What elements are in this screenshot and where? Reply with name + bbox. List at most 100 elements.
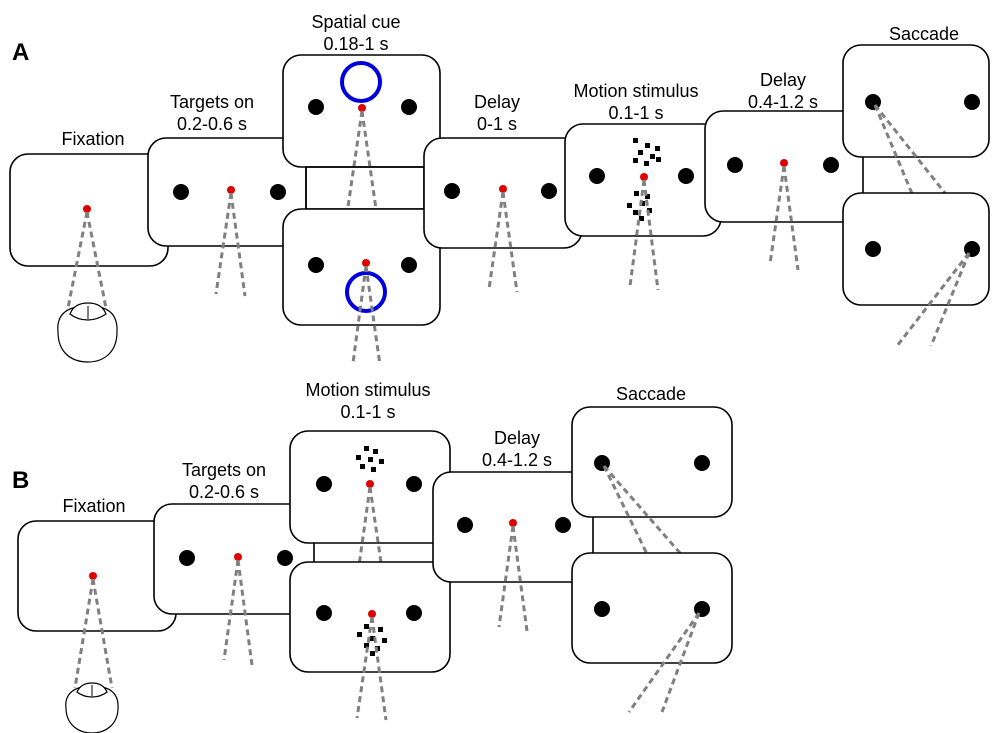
- b-gaze-line: [602, 465, 650, 557]
- b-gaze-line: [222, 559, 240, 661]
- b-delay-time: 0.4-1.2 s: [482, 450, 552, 470]
- b-targets-time: 0.2-0.6 s: [189, 482, 259, 502]
- a-gaze-line: [85, 211, 110, 319]
- b-saccade-label: Saccade: [616, 384, 686, 404]
- target-left: [179, 550, 195, 566]
- motion-dots-top: [356, 446, 384, 472]
- b-fixation-point: [509, 519, 517, 527]
- a-gaze-line: [364, 265, 382, 366]
- a-fixation-label: Fixation: [61, 129, 124, 149]
- panel-b-letter: B: [12, 467, 29, 494]
- a-cue-screen-bottom: [282, 208, 441, 326]
- a-gaze-line: [229, 192, 247, 297]
- a-gaze-line: [487, 191, 505, 290]
- b-fixation-point: [89, 572, 97, 580]
- target-left: [594, 601, 610, 617]
- a-gaze-line: [929, 252, 971, 347]
- a-connector: [305, 166, 425, 210]
- a-fixation-point: [358, 104, 366, 112]
- a-fixation-point: [640, 173, 648, 181]
- a-cue-time: 0.18-1 s: [323, 34, 388, 54]
- b-gaze-line: [91, 578, 114, 689]
- a-saccade-label: Saccade: [889, 24, 959, 44]
- a-gaze-line: [346, 110, 364, 208]
- spatial-cue-ring: [345, 271, 387, 313]
- a-fixation-point: [780, 159, 788, 167]
- b-gaze-line: [497, 525, 515, 628]
- b-gaze-line: [355, 616, 374, 719]
- panel-a-letter: A: [12, 39, 29, 66]
- a-fixation-point: [499, 185, 507, 193]
- b-gaze-line: [511, 525, 529, 632]
- a-delay1-time: 0-1 s: [477, 114, 517, 134]
- target-right: [270, 184, 286, 200]
- a-motion-title: Motion stimulus: [573, 81, 698, 101]
- head-icon: [57, 302, 118, 363]
- b-gaze-line: [660, 612, 701, 713]
- a-delay1-title: Delay: [474, 92, 520, 112]
- b-fixation-point: [366, 480, 374, 488]
- a-gaze-line: [214, 192, 233, 295]
- target-left: [316, 605, 332, 621]
- b-gaze-line: [73, 578, 95, 689]
- target-left: [444, 183, 460, 199]
- a-targets-time: 0.2-0.6 s: [177, 114, 247, 134]
- a-gaze-line: [768, 165, 786, 265]
- a-gaze-line: [351, 265, 368, 364]
- target-right: [823, 157, 839, 173]
- a-gaze-line: [360, 110, 378, 210]
- a-fixation-point: [362, 259, 370, 267]
- b-fixation-label: Fixation: [62, 496, 125, 516]
- target-left: [308, 257, 324, 273]
- target-left: [308, 99, 324, 115]
- target-left: [316, 476, 332, 492]
- target-left: [457, 517, 473, 533]
- b-gaze-line: [236, 559, 254, 666]
- a-saccade-screen-bottom: [842, 192, 990, 306]
- panel-a: A Fixation Targets on 0.2-0.6 s Spatial …: [9, 12, 990, 366]
- target-right: [406, 476, 422, 492]
- target-right: [964, 94, 980, 110]
- target-right: [555, 517, 571, 533]
- target-right: [694, 455, 710, 471]
- target-right: [401, 99, 417, 115]
- b-fixation-point: [368, 610, 376, 618]
- target-right: [401, 257, 417, 273]
- b-motion-time: 0.1-1 s: [340, 402, 395, 422]
- a-delay2-title: Delay: [760, 70, 806, 90]
- a-gaze-line: [782, 165, 800, 271]
- a-gaze-line: [64, 211, 89, 319]
- a-cue-title: Spatial cue: [311, 12, 400, 32]
- b-targets-title: Targets on: [182, 460, 266, 480]
- target-left: [173, 184, 189, 200]
- b-gaze-line: [355, 486, 372, 581]
- a-gaze-line: [642, 179, 660, 291]
- target-left: [865, 241, 881, 257]
- a-targets-title: Targets on: [170, 92, 254, 112]
- a-gaze-line: [628, 179, 646, 287]
- target-right: [541, 183, 557, 199]
- b-motion-title: Motion stimulus: [305, 380, 430, 400]
- b-gaze-line: [370, 616, 388, 721]
- b-gaze-line: [627, 612, 701, 713]
- motion-dots-bottom: [627, 191, 652, 221]
- b-targets-screen: [153, 503, 315, 615]
- motion-dots-top: [633, 138, 661, 166]
- a-saccade-screen-top: [842, 44, 990, 158]
- a-delay2-time: 0.4-1.2 s: [748, 92, 818, 112]
- b-delay-title: Delay: [494, 428, 540, 448]
- a-fixation-point: [83, 205, 91, 213]
- a-gaze-line: [873, 104, 947, 194]
- a-motion-time: 0.1-1 s: [608, 103, 663, 123]
- a-fixation-point: [227, 186, 235, 194]
- target-left: [727, 157, 743, 173]
- target-right: [277, 550, 293, 566]
- a-gaze-line: [873, 104, 915, 197]
- target-right: [678, 168, 694, 184]
- target-left: [589, 168, 605, 184]
- b-fixation-point: [234, 553, 242, 561]
- a-gaze-line: [501, 191, 519, 293]
- b-saccade-screen-top: [571, 406, 733, 518]
- head-icon: [65, 682, 119, 733]
